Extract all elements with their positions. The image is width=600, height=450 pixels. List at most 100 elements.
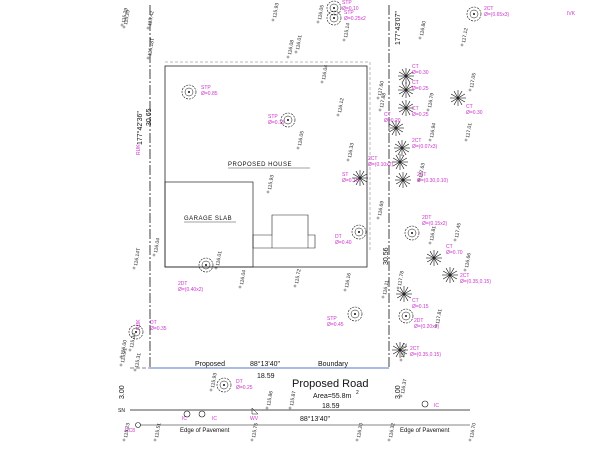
tree-size-label: Ø=0.15 xyxy=(412,304,429,310)
spot-elevation: 116.80 xyxy=(418,20,428,40)
porch-outline xyxy=(252,214,316,249)
tree-code-label: 2CT xyxy=(368,156,377,162)
spot-elevation: 115.31 xyxy=(133,352,143,372)
tree-size-label: Ø=0.10 xyxy=(342,6,359,12)
edge-of-pavement-label: Edge of Pavement xyxy=(400,428,450,434)
tree-size-label: Ø=0.45 xyxy=(327,322,344,328)
spot-elevation: 115.42 xyxy=(146,10,156,30)
tree-code-label: 2CT xyxy=(460,273,469,279)
bottom-distance-label: 18.59 xyxy=(322,403,340,410)
tree-size-label: Ø=0.30 xyxy=(412,70,429,76)
spot-elevation: 115.93 xyxy=(209,372,219,392)
wv-label: WV xyxy=(250,416,259,422)
trees-layer: STPØ=0.10STPØ=0.25x22CTØ=(0.65x3)STPØ=0.… xyxy=(128,0,509,428)
tree-code-label: STP xyxy=(342,0,352,6)
tree-code-label: DT xyxy=(150,320,157,326)
elevation-label: 115.75 xyxy=(251,422,260,438)
ic-label: IC xyxy=(182,416,187,422)
elevation-label: 115.21 xyxy=(120,347,129,363)
elevation-label: 116.12 xyxy=(337,97,346,113)
ruk-label: RUK xyxy=(136,144,142,155)
tree-code-label: CT xyxy=(384,112,391,118)
sn-label: SN xyxy=(118,408,125,414)
elevation-label: 115.34 xyxy=(129,332,138,348)
elevation-label: 117.01 xyxy=(465,122,474,138)
valve-marker xyxy=(251,407,259,415)
elevation-label: 116.16 xyxy=(344,272,353,288)
spot-elevation: 117.63 xyxy=(417,162,427,182)
tree-marker: CTØ=0.25 xyxy=(398,80,429,98)
elevation-label: 117.12 xyxy=(461,27,470,43)
utility-marker xyxy=(198,410,206,418)
road-width-right: 3.00 xyxy=(395,385,402,399)
spot-elevation: 117.12 xyxy=(460,27,470,47)
tree-code-label: DT xyxy=(236,379,243,385)
elevation-label: 117.88 xyxy=(379,92,388,108)
spot-elevation: 117.78 xyxy=(396,270,406,290)
garage-slab-outline xyxy=(164,181,254,268)
elevation-label: 116.70 xyxy=(469,422,478,438)
proposed-boundary-word: Proposed xyxy=(195,361,225,368)
utility-marker xyxy=(183,410,191,418)
spot-elevation: 116.20 xyxy=(355,422,365,442)
elevation-label: 117.60 xyxy=(377,80,386,96)
spot-elevation: 115.23 xyxy=(122,422,132,442)
elevation-label: 116.18T xyxy=(147,38,156,57)
tree-code-label: 2DT xyxy=(414,318,423,324)
tree-code-label: 2CT xyxy=(484,6,493,12)
tree-marker: DTØ=0.35 xyxy=(128,320,167,340)
proposed-house-outline xyxy=(164,65,368,268)
ruk-label: RUK xyxy=(136,319,142,330)
spot-elevation: 116.01 xyxy=(294,34,304,54)
elevation-label: 115.93 xyxy=(272,2,281,18)
elevation-label: 115.42 xyxy=(147,10,156,26)
ivk-label: IVK xyxy=(567,11,576,17)
tree-code-label: 2CT xyxy=(412,138,421,144)
spot-elevation: 115.29 xyxy=(120,7,130,27)
elevation-label: 116.01 xyxy=(215,250,224,266)
tree-code-label: CT xyxy=(412,64,419,70)
tree-size-label: Ø=0.85 xyxy=(201,91,218,97)
tree-size-label: Ø=(0.07x3) xyxy=(412,144,437,150)
spot-elevation: 116.04 xyxy=(238,269,248,289)
right-distance-label: 30.56 xyxy=(383,247,390,265)
tree-code-label: STP xyxy=(327,316,337,322)
elevations-layer: 116.05115.93115.14116.01116.04116.12116.… xyxy=(119,2,478,442)
tree-size-label: Ø=0.40 xyxy=(335,240,352,246)
elevation-label: 117.45 xyxy=(454,222,463,238)
tree-size-label: Ø=(0.15x2) xyxy=(422,221,447,227)
spot-elevation: 116.33 xyxy=(346,142,356,162)
tree-code-label: CT xyxy=(412,298,419,304)
spot-elevation: 117.81 xyxy=(434,308,444,328)
tree-size-label: Ø=0.20 xyxy=(384,118,401,124)
left-distance-label: 30.65 xyxy=(146,108,153,126)
spot-elevation: 116.14T xyxy=(132,248,142,270)
spot-elevation: 116.12 xyxy=(336,97,346,117)
spot-elevation: 117.88 xyxy=(378,92,388,112)
elevation-label: 115.93 xyxy=(210,372,219,388)
road-area-superscript: 2 xyxy=(356,390,359,396)
elevation-label: 116.11 xyxy=(382,280,390,296)
tree-size-label: Ø=0.35 xyxy=(150,326,167,332)
top-distance-label: 18.59 xyxy=(257,373,275,380)
tree-marker: CTØ=0.15 xyxy=(396,286,429,310)
spot-elevation: 116.05 xyxy=(316,4,326,24)
tree-size-label: Ø=(0.35,0.15) xyxy=(460,279,491,285)
spot-elevation: 116.81 xyxy=(428,225,438,245)
elevation-label: 117.78 xyxy=(397,270,406,286)
road-width-left: 3.00 xyxy=(119,385,126,399)
tree-marker: CTØ=0.25 xyxy=(398,100,429,118)
tree-size-label: Ø=0.10 xyxy=(342,178,359,184)
spot-elevation: 116.16 xyxy=(343,272,353,292)
elevation-label: 116.05 xyxy=(317,4,326,20)
